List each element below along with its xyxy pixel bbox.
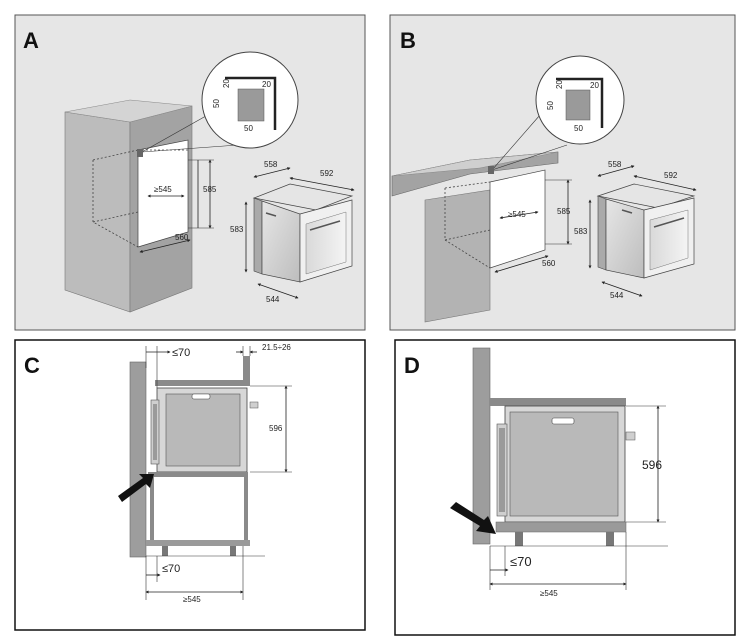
- oven-appliance: [252, 183, 354, 283]
- tall-cabinet: [64, 99, 193, 313]
- panel-d: D 596 ≤70 ≥545: [394, 339, 736, 636]
- pointer-arrow-d: [450, 502, 496, 534]
- oven-height-label: 583: [230, 225, 244, 234]
- pointer-arrow-c: [118, 474, 154, 502]
- detail-bottom-label: 50: [244, 124, 253, 133]
- oven-b-height-label: 583: [574, 227, 588, 236]
- cabinet-dimensions-b: ≥545 585 560: [494, 179, 572, 273]
- wall-panel-d: [472, 347, 491, 545]
- detail-b-top-right-label: 20: [590, 81, 599, 90]
- panel-b: B ≥545 585 560: [389, 14, 736, 331]
- gap-bottom-label-c: ≤70: [162, 563, 180, 575]
- corner-detail-magnifier: 20 20 50 50: [137, 51, 299, 157]
- oven-width-label: 592: [320, 169, 334, 178]
- oven-b-base-label: 544: [610, 291, 624, 300]
- cabinet-width-label: 560: [175, 233, 189, 242]
- panel-c-dimensions: ≤70 21.5÷26 596 ≤70 ≥545: [145, 343, 292, 604]
- cabinet-height-label: 585: [203, 185, 217, 194]
- oven-appliance-b: [596, 183, 696, 279]
- oven-side-view-c: [150, 387, 259, 473]
- panel-a-letter: A: [23, 28, 39, 53]
- gap-top-label: ≤70: [172, 347, 190, 359]
- height-596-label-d: 596: [642, 458, 662, 472]
- oven-side-view-d: [496, 405, 636, 523]
- base-cabinet-c: [146, 472, 265, 557]
- panel-c: C ≤70: [14, 339, 366, 631]
- depth-545-label-d: ≥545: [540, 589, 558, 598]
- detail-side-label: 50: [212, 99, 221, 108]
- detail-top-left-label: 20: [222, 79, 231, 88]
- oven-b-width-label: 592: [664, 171, 678, 180]
- oven-dimensions: 558 592 583 544: [230, 160, 355, 304]
- depth-545-label-c: ≥545: [183, 595, 201, 604]
- panel-d-dimensions: 596 ≤70 ≥545: [489, 405, 666, 598]
- cabinet-b-width-label: 560: [542, 259, 556, 268]
- oven-base-label: 544: [266, 295, 280, 304]
- height-596-label-c: 596: [269, 424, 283, 433]
- wall-panel: [129, 361, 147, 558]
- detail-b-bottom-label: 50: [574, 124, 583, 133]
- panel-b-letter: B: [400, 28, 416, 53]
- base-cabinet-d: [490, 521, 668, 547]
- oven-depth-label: 558: [264, 160, 278, 169]
- panel-d-letter: D: [404, 353, 420, 378]
- oven-dimensions-b: 558 592 583 544: [574, 160, 697, 300]
- gap-bottom-label-d: ≤70: [510, 554, 532, 569]
- base-cabinet: [391, 151, 559, 323]
- panel-c-letter: C: [24, 353, 40, 378]
- panel-a: A ≥545 585 560: [14, 14, 366, 331]
- oven-b-depth-label: 558: [608, 160, 622, 169]
- detail-b-side-label: 50: [546, 101, 555, 110]
- detail-top-right-label: 20: [262, 80, 271, 89]
- cabinet-b-height-label: 585: [557, 207, 571, 216]
- corner-detail-magnifier-b: 20 20 50 50: [488, 55, 625, 174]
- cabinet-depth-label: ≥545: [154, 185, 172, 194]
- detail-b-top-left-label: 20: [555, 80, 564, 89]
- cabinet-dimensions: ≥545 585 560: [139, 159, 217, 253]
- cabinet-b-depth-label: ≥545: [508, 210, 526, 219]
- clearance-label: 21.5÷26: [262, 343, 291, 352]
